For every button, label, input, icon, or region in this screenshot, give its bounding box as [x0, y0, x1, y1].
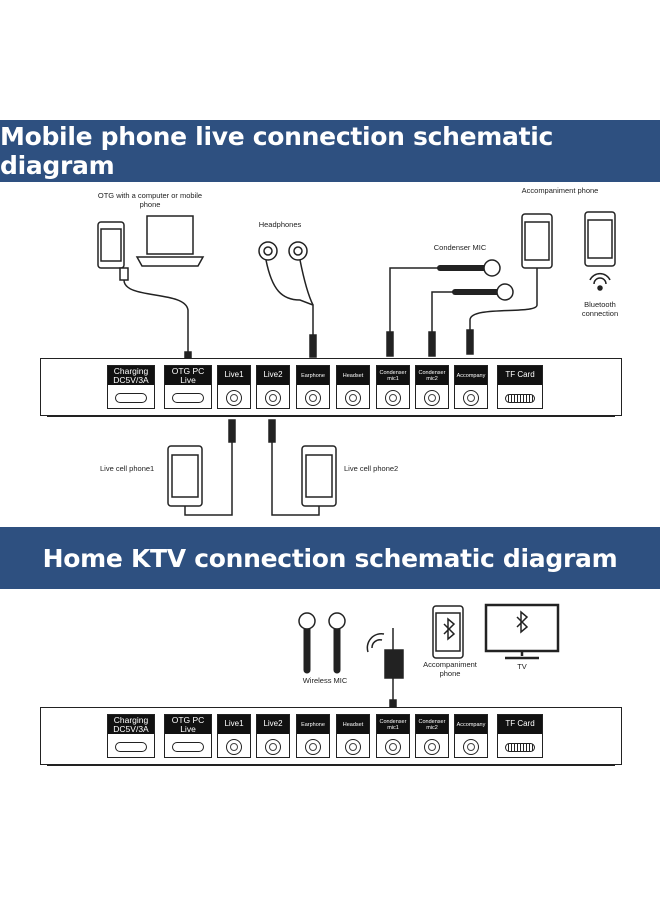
jack-icon: [226, 390, 242, 406]
port-headset: Headset: [336, 365, 370, 409]
port-label: Accompany: [455, 366, 487, 385]
wireless-receiver-icon: [366, 628, 404, 715]
jack-icon: [345, 390, 361, 406]
usb-c-icon: [172, 393, 204, 403]
port-label: Live2: [257, 366, 289, 385]
jack-icon: [265, 739, 281, 755]
tv-label: TV: [517, 662, 527, 671]
jack-icon: [265, 390, 281, 406]
mixer-device-top: Charging DC5V/3A OTG PC Live Live1 Live2 Ear…: [40, 358, 622, 417]
tf-slot-icon: [505, 394, 535, 403]
port-label: OTG PC Live: [165, 715, 211, 734]
bluetooth-label: Bluetooth connection: [581, 300, 619, 318]
usb-c-icon: [115, 742, 147, 752]
accompaniment-phone-label: Accompaniment phone: [521, 186, 599, 195]
port-label: Live1: [218, 366, 250, 385]
jack-icon: [463, 390, 479, 406]
accompaniment-phone-label-2: Accompaniment phone: [423, 660, 477, 678]
port-charging-dc5v-3a: Charging DC5V/3A: [107, 365, 155, 409]
usb-c-icon: [115, 393, 147, 403]
tf-slot-icon: [505, 743, 535, 752]
jack-icon: [305, 739, 321, 755]
otg-cable: [119, 267, 192, 363]
port-label: Condenser mic2: [416, 715, 448, 734]
port-earphone: Earphone: [296, 714, 330, 758]
condenser-mic-icon-2: [428, 283, 514, 357]
wireless-mic-icon: [298, 612, 346, 674]
port-condenser-mic1: Condenser mic1: [376, 365, 410, 409]
laptop-icon: [135, 215, 205, 267]
section1-title: Mobile phone live connection schematic d…: [0, 120, 660, 182]
jack-icon: [345, 739, 361, 755]
bt-phone-icon: [432, 605, 464, 659]
port-label: Condenser mic2: [416, 366, 448, 385]
port-live2: Live2: [256, 365, 290, 409]
usb-c-icon: [172, 742, 204, 752]
condenser-mic-label: Condenser MIC: [433, 243, 487, 252]
port-condenser-mic1: Condenser mic1: [376, 714, 410, 758]
port-label: Earphone: [297, 366, 329, 385]
port-label: TF Card: [498, 715, 542, 734]
port-label: Headset: [337, 715, 369, 734]
live-phone1-label: Live cell phone1: [100, 464, 155, 473]
port-live1: Live1: [217, 714, 251, 758]
port-label: Charging DC5V/3A: [108, 715, 154, 734]
port-label: Charging DC5V/3A: [108, 366, 154, 385]
port-otg-pc-live: OTG PC Live: [164, 714, 212, 758]
port-earphone: Earphone: [296, 365, 330, 409]
port-otg-pc-live: OTG PC Live: [164, 365, 212, 409]
port-label: OTG PC Live: [165, 366, 211, 385]
condenser-mic-icon-1: [386, 259, 501, 357]
mixer-device-bottom: Charging DC5V/3A OTG PC Live Live1 Live2 Ear…: [40, 707, 622, 766]
live-phone2-icon: [268, 419, 337, 516]
live-phone2-label: Live cell phone2: [344, 464, 399, 473]
jack-icon: [305, 390, 321, 406]
wireless-mic-label: Wireless MIC: [302, 676, 348, 685]
bluetooth-phone-icon: [584, 211, 616, 291]
port-label: Live2: [257, 715, 289, 734]
tv-icon: [484, 603, 560, 660]
port-accompany: Accompany: [454, 714, 488, 758]
port-label: Accompany: [455, 715, 487, 734]
port-headset: Headset: [336, 714, 370, 758]
otg-label: OTG with a computer or mobile phone: [97, 191, 203, 209]
accompaniment-phone-icon: [466, 213, 553, 355]
live-phone1-icon: [167, 419, 236, 516]
jack-icon: [424, 390, 440, 406]
headphones-label: Headphones: [258, 220, 302, 229]
otg-phone-icon: [97, 221, 125, 269]
port-condenser-mic2: Condenser mic2: [415, 714, 449, 758]
port-live1: Live1: [217, 365, 251, 409]
jack-icon: [385, 739, 401, 755]
jack-icon: [424, 739, 440, 755]
port-label: Live1: [218, 715, 250, 734]
port-label: Condenser mic1: [377, 366, 409, 385]
port-label: Headset: [337, 366, 369, 385]
jack-icon: [226, 739, 242, 755]
port-label: Condenser mic1: [377, 715, 409, 734]
port-accompany: Accompany: [454, 365, 488, 409]
port-tf-card: TF Card: [497, 365, 543, 409]
port-charging-dc5v-3a: Charging DC5V/3A: [107, 714, 155, 758]
port-tf-card: TF Card: [497, 714, 543, 758]
port-condenser-mic2: Condenser mic2: [415, 365, 449, 409]
jack-icon: [463, 739, 479, 755]
section2-title: Home KTV connection schematic diagram: [0, 527, 660, 589]
port-label: Earphone: [297, 715, 329, 734]
port-label: TF Card: [498, 366, 542, 385]
jack-icon: [385, 390, 401, 406]
port-live2: Live2: [256, 714, 290, 758]
headphones-icon: [258, 241, 317, 358]
